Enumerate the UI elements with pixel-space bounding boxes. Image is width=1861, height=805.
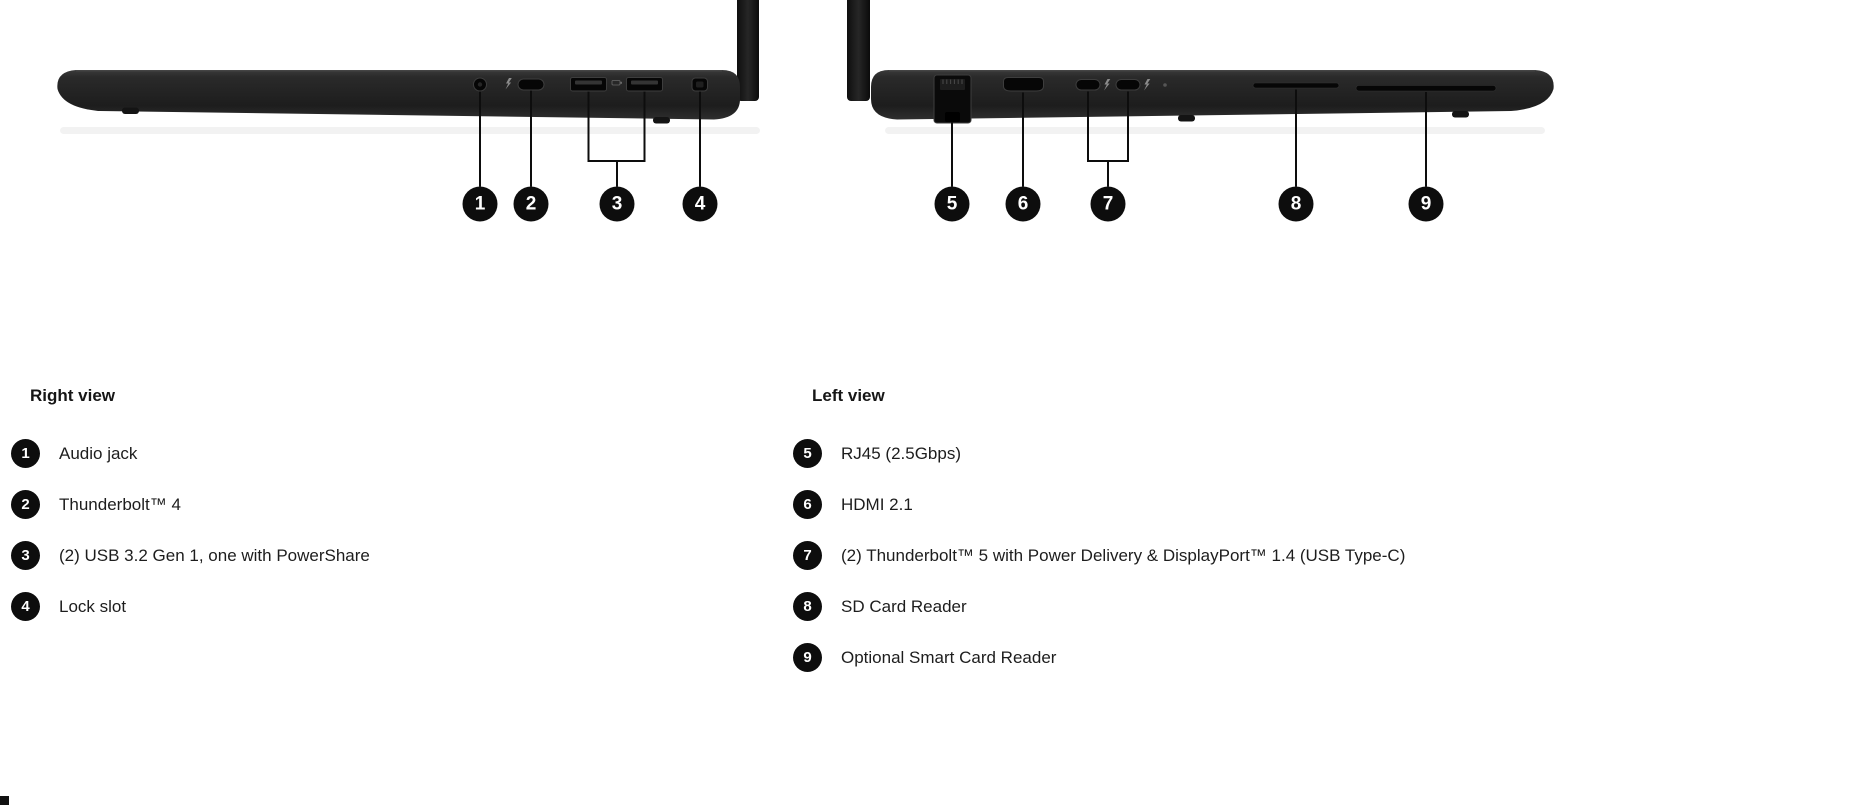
powershare-battery-icon (611, 80, 621, 86)
callout-leader-lines-left-view (951, 89, 1427, 187)
callout-leader-lines-right-view (479, 90, 701, 187)
thunderbolt-5-port-1 (1075, 79, 1101, 91)
legend-item-usb: 3 (2) USB 3.2 Gen 1, one with PowerShare (11, 541, 731, 570)
legend-item-label: Lock slot (59, 596, 127, 616)
callout-number: 5 (947, 194, 958, 215)
callout-1: 1 (462, 186, 498, 222)
callout-4: 4 (682, 186, 718, 222)
sd-card-slot (1252, 82, 1340, 89)
laptop-shadow (885, 127, 1545, 134)
callout-6: 6 (1005, 186, 1041, 222)
callout-badge: 6 (793, 490, 822, 519)
legend-left-view: Left view 5 RJ45 (2.5Gbps) 6 HDMI 2.1 7 … (793, 386, 1513, 694)
callout-7: 7 (1090, 186, 1126, 222)
callout-badge: 4 (11, 592, 40, 621)
callout-badge: 9 (793, 643, 822, 672)
legend-item-rj45: 5 RJ45 (2.5Gbps) (793, 439, 1513, 468)
callout-badge: 3 (11, 541, 40, 570)
hdmi-port (1003, 77, 1044, 92)
powershare-battery-tip (620, 81, 622, 84)
usb-a-tongue (631, 80, 658, 85)
laptop-shadow (60, 127, 760, 134)
laptop-lid (847, 0, 870, 101)
callout-number: 7 (1103, 194, 1114, 215)
callout-number: 2 (526, 194, 537, 215)
legend-item-audio-jack: 1 Audio jack (11, 439, 731, 468)
legend-item-hdmi: 6 HDMI 2.1 (793, 490, 1513, 519)
callout-3: 3 (599, 186, 635, 222)
callout-9: 9 (1408, 186, 1444, 222)
callout-number: 8 (1291, 194, 1302, 215)
thunderbolt-icon (1144, 79, 1151, 91)
callout-badge: 2 (11, 490, 40, 519)
legend-item-thunderbolt5: 7 (2) Thunderbolt™ 5 with Power Delivery… (793, 541, 1513, 570)
thunderbolt-4-port (517, 78, 545, 91)
smart-card-slot (1355, 85, 1497, 92)
callout-number: 9 (1421, 194, 1432, 215)
right-view-title: Right view (30, 386, 116, 405)
thunderbolt-5-port-2 (1115, 79, 1141, 91)
left-view-title: Left view (812, 386, 885, 405)
callout-badge: 7 (793, 541, 822, 570)
thunderbolt-icon (1104, 79, 1111, 91)
laptop-left-side-view (847, 0, 1554, 134)
legend-item-thunderbolt4: 2 Thunderbolt™ 4 (11, 490, 731, 519)
callout-number: 4 (695, 194, 706, 215)
thunderbolt-icon (505, 78, 512, 90)
rubber-foot (122, 107, 139, 114)
callout-number: 1 (475, 194, 486, 215)
rj45-port (933, 74, 972, 124)
ports-diagram: 1 2 3 4 (57, 0, 1554, 222)
rubber-foot (1178, 115, 1195, 122)
legend-item-label: (2) USB 3.2 Gen 1, one with PowerShare (59, 545, 370, 565)
legend-item-sd-card: 8 SD Card Reader (793, 592, 1513, 621)
laptop-base (57, 70, 741, 120)
status-led (1163, 83, 1167, 87)
legend-item-label: SD Card Reader (841, 596, 967, 616)
page-corner-artifact (0, 796, 9, 805)
legend-item-label: (2) Thunderbolt™ 5 with Power Delivery &… (841, 545, 1406, 565)
callout-badge: 5 (793, 439, 822, 468)
callout-badge: 1 (11, 439, 40, 468)
legend-item-label: Thunderbolt™ 4 (59, 494, 181, 514)
legend-item-label: HDMI 2.1 (841, 494, 913, 514)
callout-8: 8 (1278, 186, 1314, 222)
laptop-lid (737, 0, 759, 101)
callout-number: 6 (1018, 194, 1029, 215)
legend-item-smart-card: 9 Optional Smart Card Reader (793, 643, 1513, 672)
legend-item-label: Optional Smart Card Reader (841, 647, 1057, 667)
callout-badge: 8 (793, 592, 822, 621)
rubber-foot (1452, 111, 1469, 118)
callout-2: 2 (513, 186, 549, 222)
lock-slot-inner (696, 81, 704, 88)
callout-number: 3 (612, 194, 623, 215)
laptop-right-side-view (57, 0, 760, 134)
usb-a-tongue (575, 80, 602, 85)
legend-item-label: RJ45 (2.5Gbps) (841, 443, 961, 463)
audio-jack-pin (477, 82, 483, 87)
legend-item-lock-slot: 4 Lock slot (11, 592, 731, 621)
rubber-foot (653, 117, 670, 124)
legend-right-view: Right view 1 Audio jack 2 Thunderbolt™ 4… (11, 386, 731, 643)
laptop-base (871, 70, 1554, 120)
legend-item-label: Audio jack (59, 443, 138, 463)
callout-5: 5 (934, 186, 970, 222)
